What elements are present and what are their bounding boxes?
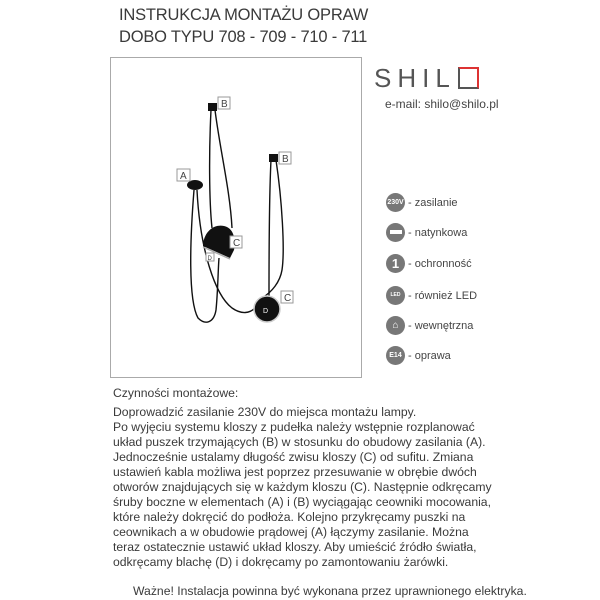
label-box-b2: [278, 151, 292, 165]
led-compatible-icon: LED: [386, 286, 405, 305]
logo-o-mark: [457, 67, 479, 89]
instruction-line: które należy dokręcić do podłoża. Kolejn…: [113, 510, 466, 524]
instruction-line: Po wyjęciu systemu kloszy z pudełka nale…: [113, 420, 475, 434]
legend-label: - oprawa: [408, 349, 451, 362]
label-b2: B: [282, 154, 289, 165]
legend-label: - wewnętrzna: [408, 319, 474, 332]
legend-label: - natynkowa: [408, 226, 468, 239]
cable: [190, 189, 220, 323]
instruction-line: odkręcamy blachę (D) i dokręcamy po zamo…: [113, 555, 449, 569]
cable: [196, 189, 256, 314]
e14-socket-icon: E14: [386, 346, 405, 365]
cables: [190, 109, 284, 323]
cable: [268, 159, 272, 297]
document-title-line2: DOBO TYPU 708 - 709 - 710 - 711: [119, 28, 368, 46]
holder-box-b1: [208, 103, 217, 111]
legend-label: - zasilanie: [408, 196, 458, 209]
legend-item-surface: - natynkowa: [386, 223, 467, 242]
cable: [214, 109, 233, 229]
lamp-shade-c2: [253, 295, 281, 323]
instruction-line: teraz ostatecznie ustawić układ kloszy. …: [113, 540, 477, 554]
instruction-line: otworów znajdujących się w każdym kloszu…: [113, 480, 492, 494]
legend-item-power: 230V- zasilanie: [386, 193, 458, 212]
label-c2: C: [284, 293, 291, 304]
label-d1: D: [208, 256, 213, 262]
instruction-line: śruby boczne w elementach (A) i (B) wyci…: [113, 495, 491, 509]
indoor-icon: ⌂: [386, 316, 405, 335]
instructions-body: Doprowadzić zasilanie 230V do miejsca mo…: [113, 405, 492, 570]
instruction-line: Jednocześnie ustalamy długość zwisu klos…: [113, 450, 474, 464]
safety-warning: Ważne! Instalacja powinna być wykonana p…: [133, 584, 527, 598]
lamp-cover-d1: [202, 246, 231, 260]
legend-label: - ochronność: [408, 257, 472, 270]
label-box-c1: [229, 235, 243, 249]
legend-item-indoor: ⌂- wewnętrzna: [386, 316, 473, 335]
instruction-line: ceownikach a w obudowie prądowej (A) łąc…: [113, 525, 469, 539]
cable: [208, 109, 213, 229]
label-box-c2: [280, 290, 294, 304]
surface-mount-icon: [386, 223, 405, 242]
shilo-logo: SHIL: [374, 64, 479, 92]
instruction-line: układ puszek trzymających (B) w stosunku…: [113, 435, 486, 449]
power-housing-a: [187, 180, 203, 190]
voltage-230v-icon: 230V: [386, 193, 405, 212]
label-box-d1: [205, 252, 215, 262]
document-title-line1: INSTRUKCJA MONTAŻU OPRAW: [119, 6, 369, 24]
label-b1: B: [221, 99, 228, 110]
holder-box-b2: [269, 154, 278, 162]
protection-class-1-icon: 1: [386, 254, 405, 273]
legend-label: - również LED: [408, 289, 478, 302]
label-box-a: [176, 168, 191, 182]
label-c1: C: [233, 238, 240, 249]
legend-item-protection: 1- ochronność: [386, 254, 472, 273]
legend-item-socket: E14- oprawa: [386, 346, 451, 365]
legend-item-led: LED- również LED: [386, 286, 477, 305]
instruction-line: Doprowadzić zasilanie 230V do miejsca mo…: [113, 405, 417, 419]
label-box-b1: [217, 96, 231, 110]
label-a: A: [180, 171, 187, 182]
instruction-line: ustawień kabla możliwa jest poprzez prze…: [113, 465, 477, 479]
lamp-shade-c1: [203, 225, 235, 258]
instructions-heading: Czynności montażowe:: [113, 386, 239, 400]
diagram-frame: [110, 57, 362, 378]
label-d2: D: [263, 308, 268, 315]
contact-email: e-mail: shilo@shilo.pl: [385, 97, 499, 111]
cable: [261, 159, 284, 299]
surface-mount-bar: [389, 230, 402, 235]
